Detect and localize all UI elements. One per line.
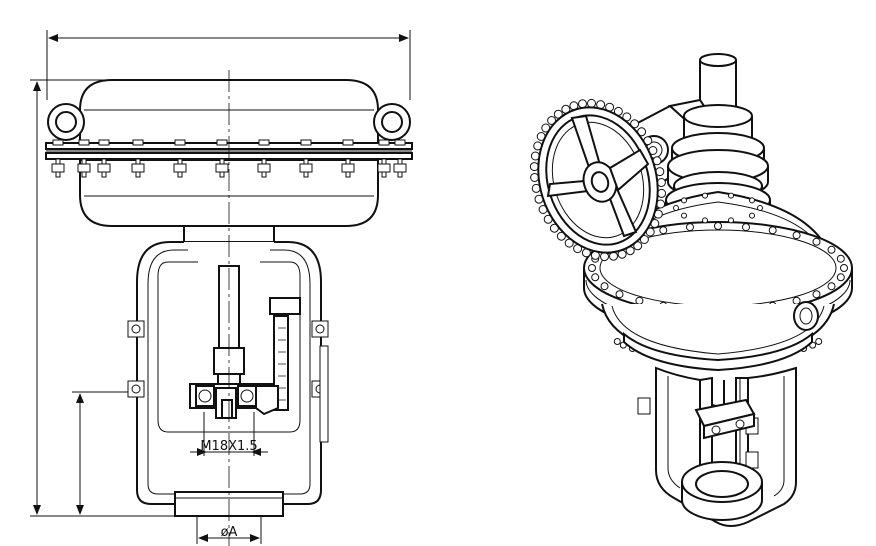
bolt-nut [341,163,355,173]
overall-width-dimension [46,30,411,100]
lower-casing [601,303,835,372]
flange-bolts [51,139,407,178]
iso-stem-connector [694,380,756,440]
bolt-head [342,139,354,146]
bolt-head [216,139,228,146]
iso-bottom-outlet [681,461,763,521]
iso-bolt [792,296,801,305]
iso-bolt [768,226,777,235]
iso-bolt [714,222,722,230]
bolt-nut [131,163,145,173]
bolt-nut [173,163,187,173]
bolt-nut [377,163,391,173]
bolt-nut [77,163,91,173]
iso-bonnet-bolt [749,197,755,204]
iso-bonnet-bolt [749,212,755,219]
iso-bonnet-bolt [681,212,687,219]
yoke-bosses [127,320,329,443]
iso-bolt [635,296,644,305]
iso-bonnet-bolt [681,197,687,204]
bolt-nut [51,163,65,173]
iso-bolt [659,226,668,235]
lifting-eye-right [373,103,411,141]
bolt-head [52,139,64,146]
iso-bolt [827,245,836,254]
iso-bolt [742,223,750,232]
bolt-head [300,139,312,146]
bolt-head [378,139,390,146]
iso-bolt [615,290,624,299]
lifting-eye-left [47,103,85,141]
bolt-head [174,139,186,146]
iso-bolt [836,254,845,263]
bolt-head [78,139,90,146]
iso-bonnet-bolt [757,205,763,211]
iso-bolt [792,231,801,240]
iso-bonnet-bolt [702,217,708,224]
iso-bonnet-bolt [673,205,679,211]
iso-bolt [840,264,848,272]
iso-lower-bolt [613,338,621,345]
wheel-tooth [630,119,640,129]
bolt-head [132,139,144,146]
iso-lifting-eye [793,301,819,331]
bolt-head [394,139,406,146]
handwheel [529,98,667,262]
iso-bolt [588,264,596,272]
stem-connector [189,383,279,419]
iso-bolt [836,273,845,282]
iso-bonnet-bolt [728,192,734,199]
iso-lower-bolt [815,338,823,345]
iso-bolt [591,273,600,282]
iso-bonnet-bolt [702,192,708,199]
front-elevation-view: M18X1.5 øA [30,30,413,546]
iso-bolt [812,237,821,246]
wheel-tooth [587,98,596,108]
iso-bolt [827,282,836,291]
wheel-tooth [556,231,566,241]
iso-bolt [600,282,609,291]
iso-bonnet-bolt [728,217,734,224]
bolt-nut [257,163,271,173]
iso-bolt [686,223,694,232]
bolt-nut [97,163,111,173]
iso-bolt [812,290,821,299]
bolt-head [98,139,110,146]
bolt-head [258,139,270,146]
isometric-view [529,53,853,527]
wheel-tooth [600,252,609,262]
bolt-nut [215,163,229,173]
bolt-nut [393,163,407,173]
bolt-nut [299,163,313,173]
